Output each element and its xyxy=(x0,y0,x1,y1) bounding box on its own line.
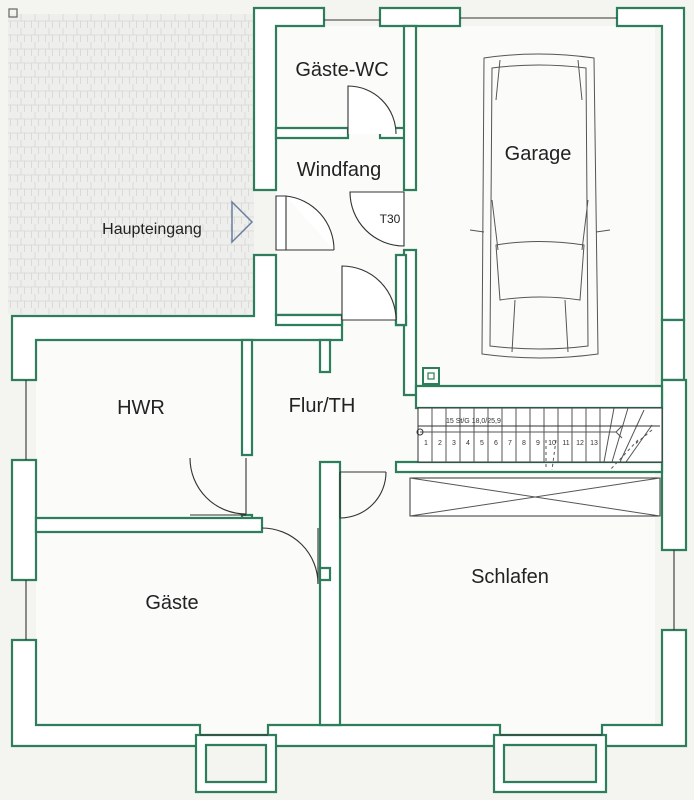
car-symbol xyxy=(469,53,611,359)
stair-step-number: 8 xyxy=(522,440,526,447)
stair-step-number: 7 xyxy=(508,440,512,447)
stair-step-number: 9 xyxy=(536,440,540,447)
room-label-gaeste: Gäste xyxy=(145,592,198,614)
chimney-inner xyxy=(427,372,435,380)
stair-step-number: 5 xyxy=(480,440,484,447)
stair-step-number: 6 xyxy=(494,440,498,447)
door-gaeste xyxy=(261,527,319,585)
wardrobe-box xyxy=(409,477,661,517)
chimney-shaft xyxy=(422,367,440,385)
door-main-entrance xyxy=(275,195,287,251)
door-entrance-swing xyxy=(285,195,335,251)
entrance-arrow-icon xyxy=(231,200,254,244)
room-label-hwr: HWR xyxy=(117,397,165,419)
stair-step-number: 4 xyxy=(466,440,470,447)
door-windfang-flur xyxy=(341,265,397,321)
doors xyxy=(189,85,405,585)
stair-step-number: 2 xyxy=(438,440,442,447)
door-schlafen xyxy=(339,471,387,519)
room-label-schlafen: Schlafen xyxy=(471,566,549,588)
stair-step-number: 11 xyxy=(562,440,569,447)
door-hwr xyxy=(189,457,247,515)
room-label-garage: Garage xyxy=(505,143,572,165)
stair-step-number: 13 xyxy=(590,440,598,447)
stair-step-number: 1 xyxy=(424,440,428,447)
room-label-windfang: Windfang xyxy=(297,159,382,181)
room-label-guest-wc: Gäste-WC xyxy=(295,59,388,81)
fire-door-label: T30 xyxy=(380,212,401,226)
interior-walls xyxy=(34,24,664,727)
paved-area xyxy=(8,14,254,314)
corner-marker-icon xyxy=(8,8,18,18)
door-garage-t30 xyxy=(349,191,405,247)
room-label-flur: Flur/TH xyxy=(289,395,356,417)
exterior-walls xyxy=(10,6,688,794)
stair-step-number: 3 xyxy=(452,440,456,447)
stair-step-number: 10 xyxy=(548,440,556,447)
stair-spec-label: 15 St/G 18,0/25,9 xyxy=(446,418,501,425)
interior-floor xyxy=(36,26,655,735)
door-guest-wc xyxy=(347,85,397,135)
entrance-label: Haupteingang xyxy=(102,221,202,238)
stair-step-number: 12 xyxy=(576,440,584,447)
